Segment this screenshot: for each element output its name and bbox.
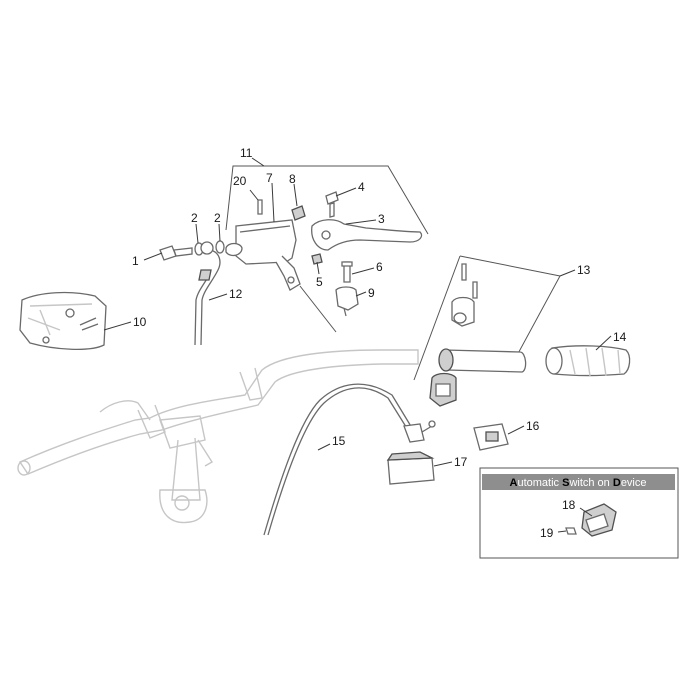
handlebar-cover-part — [19, 291, 107, 351]
auto-switch-part — [581, 503, 617, 537]
callout-5: 5 — [316, 275, 323, 289]
throttle-clamp-part — [451, 263, 478, 327]
callout-4: 4 — [358, 180, 365, 194]
throttle-cable-part — [263, 383, 436, 536]
handlebar-outline — [17, 349, 419, 524]
callout-10: 10 — [133, 315, 147, 329]
inset-title-seg-0: A — [510, 477, 518, 489]
inset-title-seg-5: evice — [621, 477, 647, 489]
callout-9: 9 — [368, 286, 375, 300]
callout-18: 18 — [562, 498, 576, 512]
throttle-housing-part — [429, 372, 457, 407]
callout-12: 12 — [229, 287, 243, 301]
callout-2a: 2 — [191, 211, 198, 225]
callout-8: 8 — [289, 172, 296, 186]
control-switch-part — [473, 423, 509, 451]
callout-labels: 1 2 2 3 4 5 6 7 8 9 10 11 12 13 14 15 16… — [132, 146, 627, 540]
inset-title-seg-3: witch on — [568, 477, 612, 489]
callout-1: 1 — [132, 254, 139, 268]
reservoir-cap-part — [291, 205, 306, 221]
brake-lever-part — [311, 219, 423, 251]
callout-3: 3 — [378, 212, 385, 226]
callout-7: 7 — [266, 171, 273, 185]
callout-17: 17 — [454, 455, 468, 469]
inset-box: Automatic Switch on Device — [479, 467, 679, 559]
leader-lines — [103, 157, 612, 533]
callout-20: 20 — [233, 174, 247, 188]
auto-switch-screw-part — [565, 527, 577, 535]
reservoir-screw-part — [257, 199, 263, 215]
brake-assembly-frame — [225, 165, 429, 333]
callout-15: 15 — [332, 434, 346, 448]
inset-header — [482, 474, 675, 490]
pivot-nut-part — [311, 253, 323, 265]
inset-title-seg-1: utomatic — [517, 477, 562, 489]
handlebar-grip-part — [545, 345, 631, 377]
banjo-bolt-part — [159, 245, 193, 261]
callout-14: 14 — [613, 330, 627, 344]
light-switch-part — [386, 451, 435, 485]
callout-13: 13 — [577, 263, 591, 277]
brake-hose-part — [194, 241, 221, 346]
callout-16: 16 — [526, 419, 540, 433]
callout-6: 6 — [376, 260, 383, 274]
lever-pivot-bolt-part — [325, 191, 339, 218]
callout-2b: 2 — [214, 211, 221, 225]
clamp-screw-part — [341, 261, 353, 283]
master-cylinder-part — [225, 219, 301, 291]
inset-title-seg-2: S — [562, 477, 569, 489]
inset-title: Automatic Switch on Device — [510, 477, 647, 489]
brake-light-switch-part — [335, 286, 359, 317]
inset-title-seg-4: D — [613, 477, 621, 489]
callout-11: 11 — [240, 146, 253, 160]
callout-19: 19 — [540, 526, 554, 540]
throttle-sleeve-part — [438, 348, 527, 373]
